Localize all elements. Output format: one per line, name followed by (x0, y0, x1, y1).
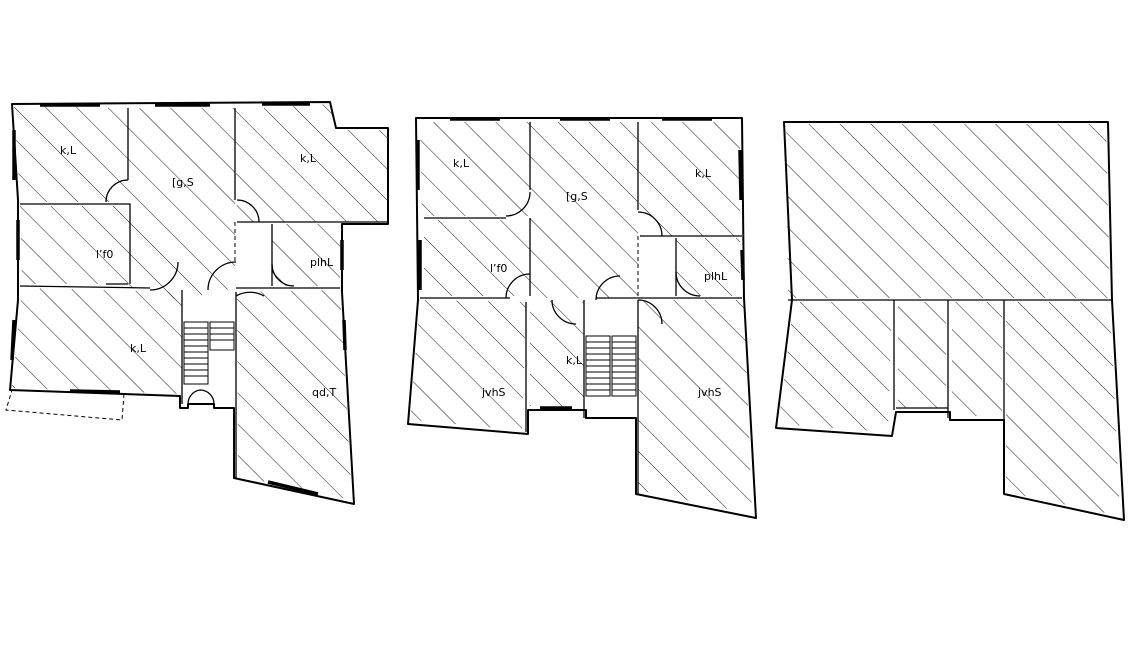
plan-1-interior-walls (19, 108, 388, 478)
plan-2-interior-walls (420, 122, 742, 494)
plan-1-room-label: k,L (300, 152, 317, 165)
plan-1-doors (105, 179, 295, 405)
plan-1-outer-wall (9, 101, 389, 505)
plan-2-room-label: l’f0 (490, 262, 507, 275)
plan-2-room-label: [g,S (566, 190, 588, 203)
plan-2-room-label: plhL (704, 270, 728, 283)
plan-1-room-label: qd,T (312, 386, 336, 399)
floor-plan-1: k,L [g,S k,L l’f0 plhL k,L qd,T (5, 101, 389, 505)
plan-2-hatching (410, 122, 752, 514)
plan-1-room-label: l’f0 (96, 248, 113, 261)
plan-1-stairs (183, 321, 235, 385)
plan-1-hatching (12, 104, 387, 500)
plan-1-room-label: plhL (310, 256, 334, 269)
floor-plan-2: k,L [g,S k,L l’f0 plhL jvhS k,L jvhS (407, 117, 757, 519)
floor-plan-3-roof (775, 121, 1125, 521)
plan-2-room-label: k,L (566, 354, 583, 367)
plan-1-porch-outline (5, 389, 125, 421)
plan-1-room-label: k,L (60, 144, 77, 157)
plan-1-room-label: k,L (130, 342, 147, 355)
plan-2-doors (505, 191, 701, 325)
plan-1-room-label: [g,S (172, 176, 194, 189)
plan-2-room-label: jvhS (697, 386, 722, 399)
plan-2-windows (416, 117, 745, 410)
plan-2-outer-wall (407, 117, 757, 519)
plan-2-stairs (585, 335, 637, 397)
plan-1-windows (10, 102, 347, 496)
plan-3-interior-walls (788, 299, 1112, 420)
plan-3-hatching (778, 124, 1120, 516)
plan-2-room-label: k,L (453, 157, 470, 170)
plan-2-room-label: k,L (695, 167, 712, 180)
plan-2-room-label: jvhS (481, 386, 506, 399)
